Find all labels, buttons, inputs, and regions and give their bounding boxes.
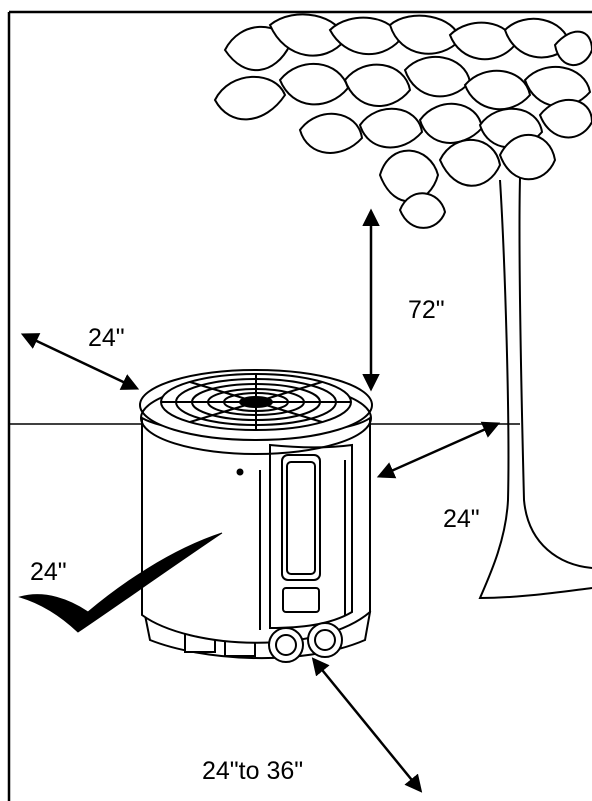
top-clearance-label: 72" <box>408 296 445 324</box>
dimension-arrows <box>20 208 501 793</box>
wall-clearance-label: 24" <box>30 558 67 586</box>
front-clearance-arrow <box>311 657 423 793</box>
tree-foliage <box>213 13 592 229</box>
right-clearance-arrow <box>376 421 501 479</box>
check-icon <box>18 532 223 633</box>
wall-frame <box>7 10 592 801</box>
left-clearance-label: 24" <box>88 324 125 352</box>
water-fittings <box>268 622 343 663</box>
heat-pump-unit <box>139 369 373 663</box>
right-clearance-label: 24" <box>443 505 480 533</box>
left-clearance-arrow <box>20 333 140 390</box>
tree-trunk <box>478 177 592 600</box>
front-clearance-label: 24"to 36" <box>202 757 303 785</box>
